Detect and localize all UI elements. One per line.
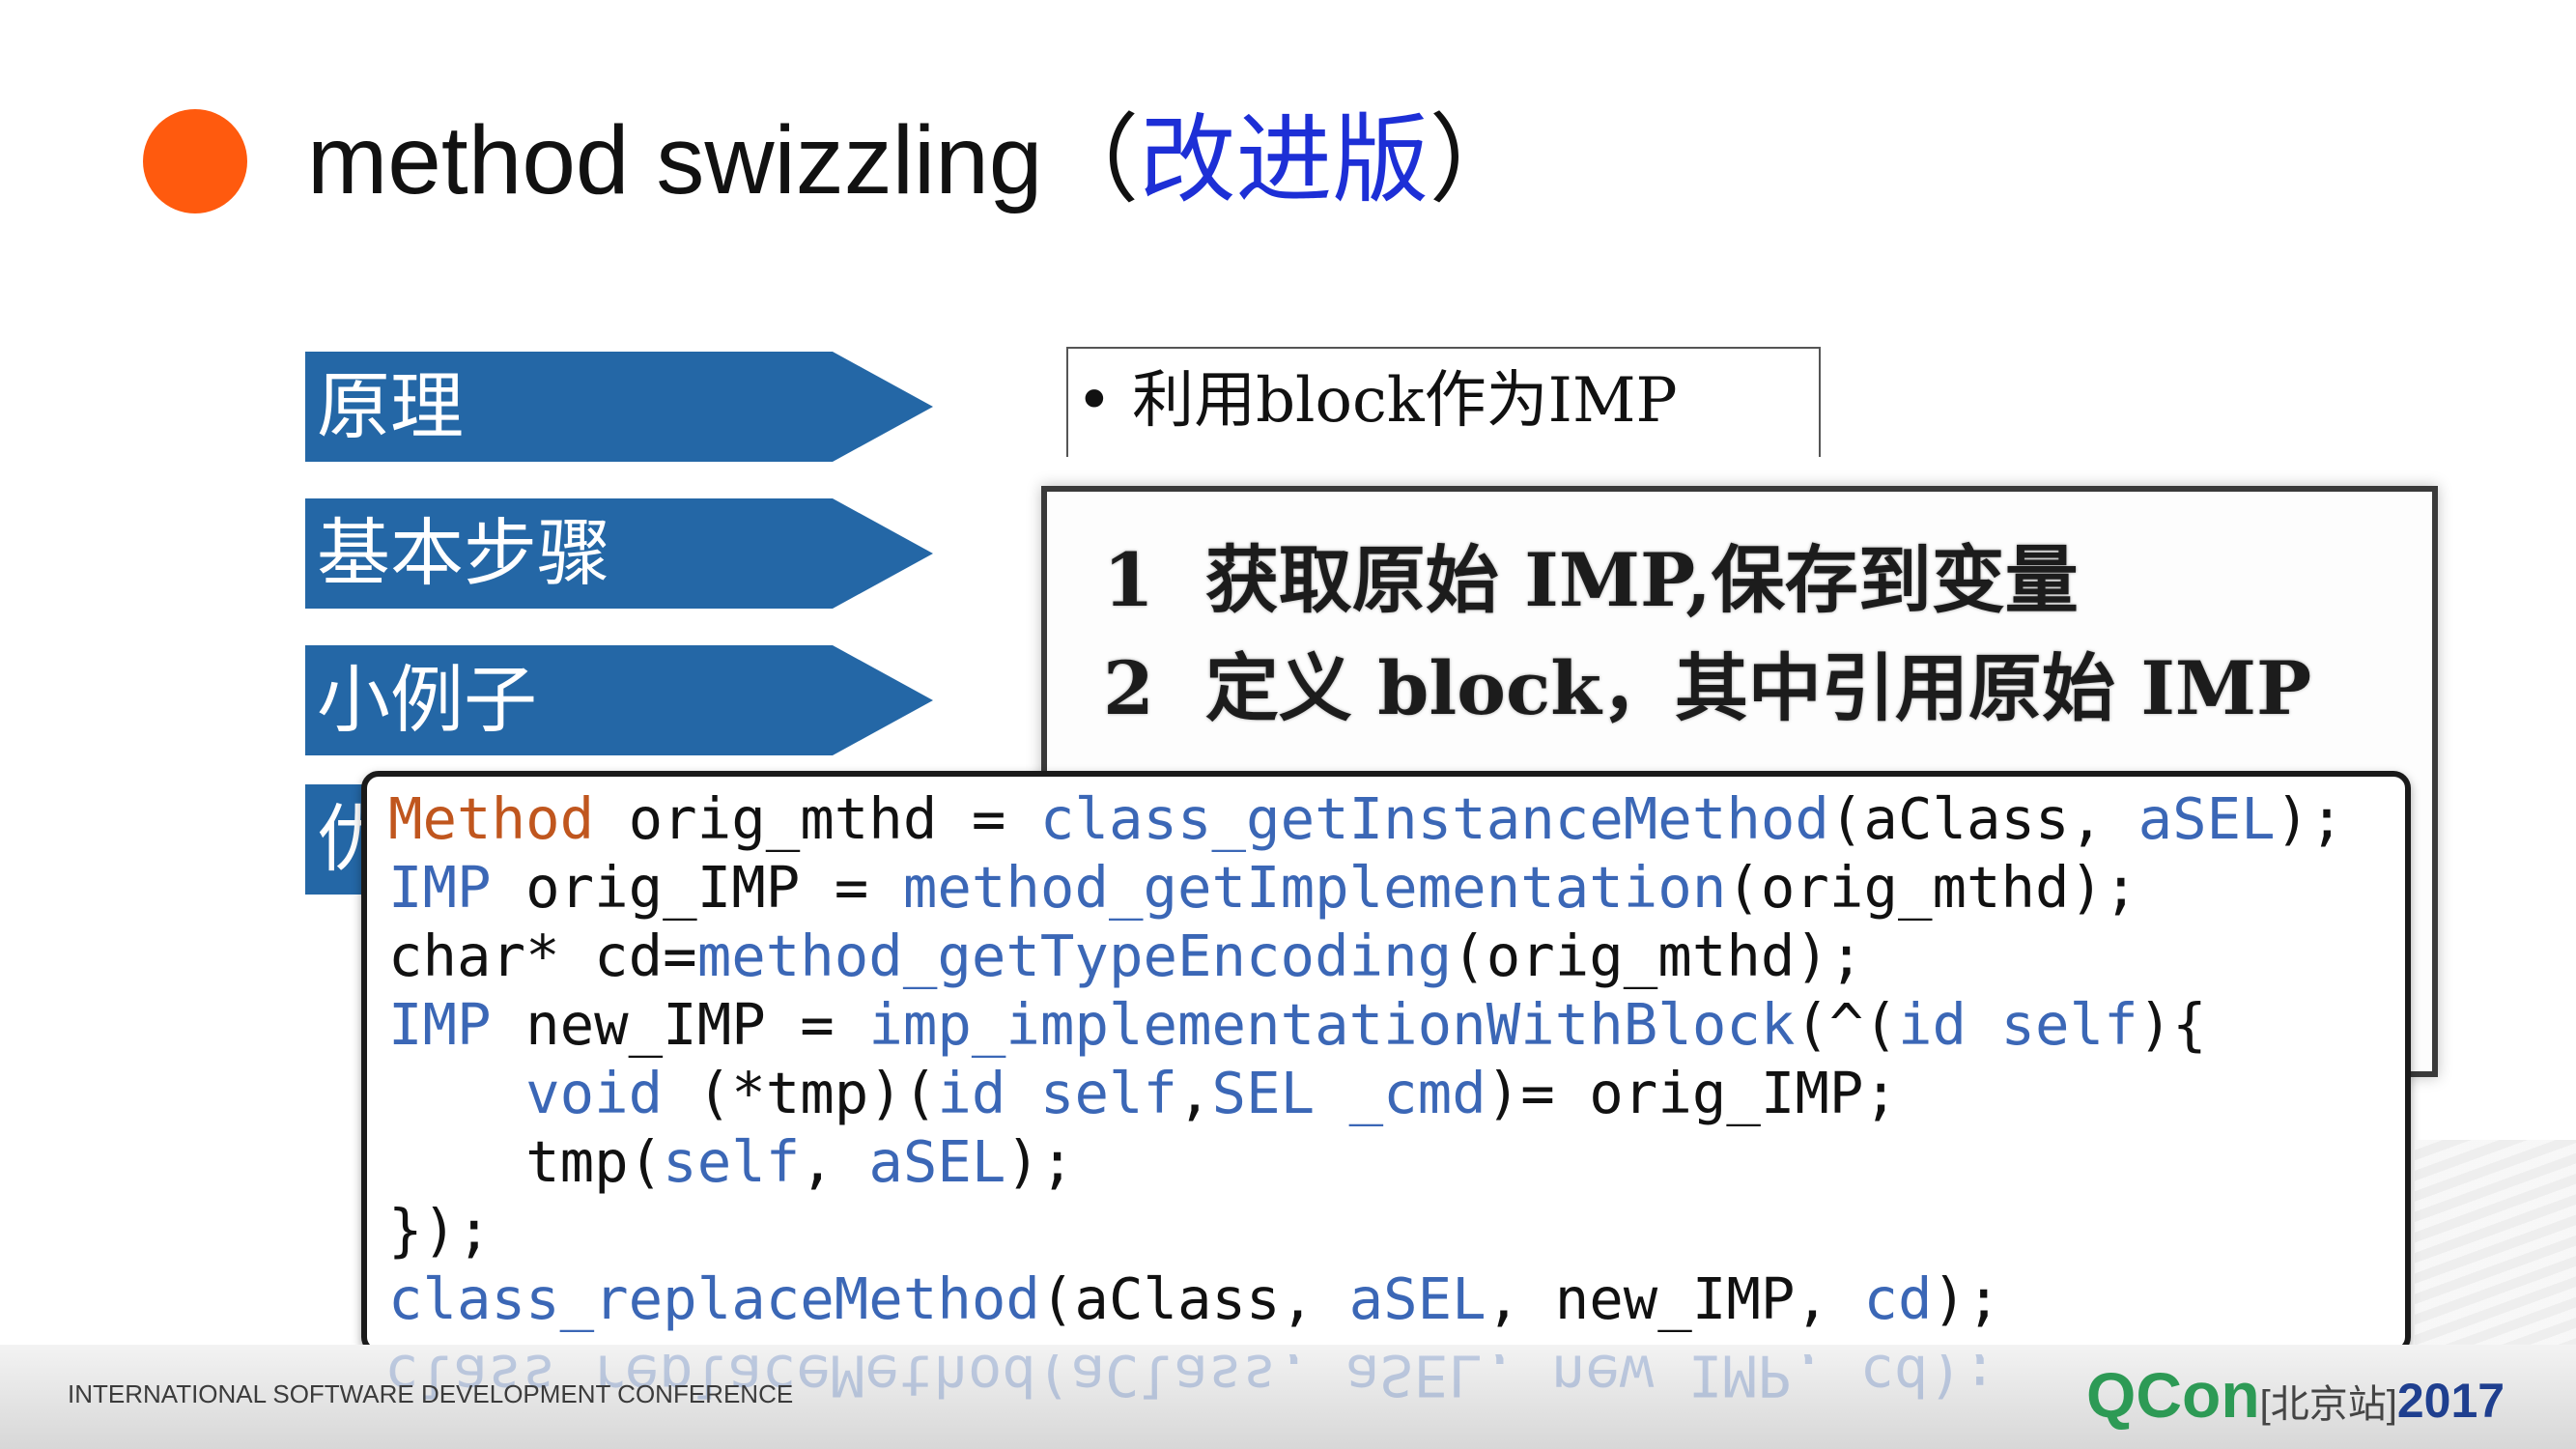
code-line-6: tmp(self, aSEL); [388,1127,1074,1197]
code-token: IMP [388,854,492,921]
code-token: aSEL [2137,785,2276,852]
principle-label: 利用block作为IMP [1132,365,1678,437]
code-line-2: IMP orig_IMP = method_getImplementation(… [388,853,2138,923]
code-token: (orig_mthd); [1726,854,2138,921]
code-token: ); [2275,785,2344,852]
step-2-text: 定义 block，其中引用原始 IMP [1204,645,2312,731]
reflection-token: ); [1928,1354,1997,1409]
principle-box: • 利用block作为IMP [1066,347,1821,457]
code-token: ); [1932,1265,2001,1332]
title-main: method swizzling（ [307,106,1140,214]
code-token: class_replaceMethod [388,1265,1040,1332]
code-token: orig_mthd = [594,785,1040,852]
code-box: Method orig_mthd = class_getInstanceMeth… [361,771,2411,1354]
code-token: cd [1863,1265,1933,1332]
code-token: ); [1005,1128,1075,1195]
conference-name: INTERNATIONAL SOFTWARE DEVELOPMENT CONFE… [68,1379,794,1408]
reflection-token: (aClass, [1035,1354,1345,1409]
code-token: aSEL [868,1128,1006,1195]
title-end: ） [1429,106,1526,214]
code-token: (orig_mthd); [1452,923,1864,989]
code-line-7: }); [388,1196,492,1265]
footer-bar [0,1345,2576,1449]
code-line-1: Method orig_mthd = class_getInstanceMeth… [388,784,2344,854]
code-token: ){ [2137,991,2207,1058]
code-token [388,1060,525,1126]
step-2: 2 定义 block，其中引用原始 IMP [1103,640,2311,737]
code-token: , new_IMP, [1486,1265,1864,1332]
code-token: orig_IMP = [491,854,903,921]
reflection-token: aSEL [1345,1354,1483,1409]
code-token: (aClass, [1039,1265,1349,1332]
code-line-4: IMP new_IMP = imp_implementationWithBloc… [388,990,2207,1060]
code-token: SEL _cmd [1211,1060,1486,1126]
code-token: method_getTypeEncoding [696,923,1453,989]
reflection-token: cd [1859,1354,1929,1409]
code-token: (aClass, [1828,785,2138,852]
code-token: id self [937,1060,1178,1126]
code-token: }); [388,1197,492,1264]
code-token: class_getInstanceMethod [1039,785,1829,852]
nav-item-example[interactable]: 小例子 [305,645,933,755]
decorative-stripes [2415,1140,2576,1352]
code-token: tmp( [388,1128,664,1195]
title-bullet-dot [143,109,247,213]
reflection-token: , new_IMP, [1482,1354,1860,1409]
principle-text: • 利用block作为IMP [1076,362,1678,440]
title-highlight: 改进版 [1139,106,1430,214]
qcon-logo-text: QCon [2086,1359,2260,1431]
qcon-city: [北京站] [2259,1383,2397,1426]
code-token: char* cd= [388,923,697,989]
code-token: method_getImplementation [902,854,1727,921]
code-token: aSEL [1348,1265,1486,1332]
code-token: id self [1897,991,2138,1058]
qcon-logo: QCon[北京站]2017 [2086,1358,2505,1435]
code-token: void [525,1060,664,1126]
code-token: (^( [1795,991,1898,1058]
code-token: IMP [388,991,492,1058]
code-token: self [663,1128,801,1195]
nav-item-basic-steps[interactable]: 基本步骤 [305,498,933,609]
code-token: )= orig_IMP; [1486,1060,1898,1126]
code-token: (*tmp)( [663,1060,938,1126]
step-1-number: 1 [1103,537,1154,623]
code-token: , [1177,1060,1212,1126]
nav-item-principle[interactable]: 原理 [305,352,933,462]
code-token: , [800,1128,869,1195]
code-line-5: void (*tmp)(id self,SEL _cmd)= orig_IMP; [388,1059,1898,1128]
code-token: imp_implementationWithBlock [868,991,1796,1058]
principle-bullet: • [1076,365,1113,437]
slide-title: method swizzling（改进版） [307,93,1525,228]
code-token: new_IMP = [491,991,869,1058]
code-line-8: class_replaceMethod(aClass, aSEL, new_IM… [388,1264,2001,1334]
step-1: 1 获取原始 IMP,保存到变量 [1103,532,2079,629]
code-token: Method [388,785,595,852]
step-1-text: 获取原始 IMP,保存到变量 [1204,537,2079,623]
qcon-year: 2017 [2396,1374,2505,1428]
step-2-number: 2 [1103,645,1154,731]
code-line-3: char* cd=method_getTypeEncoding(orig_mth… [388,922,1863,991]
